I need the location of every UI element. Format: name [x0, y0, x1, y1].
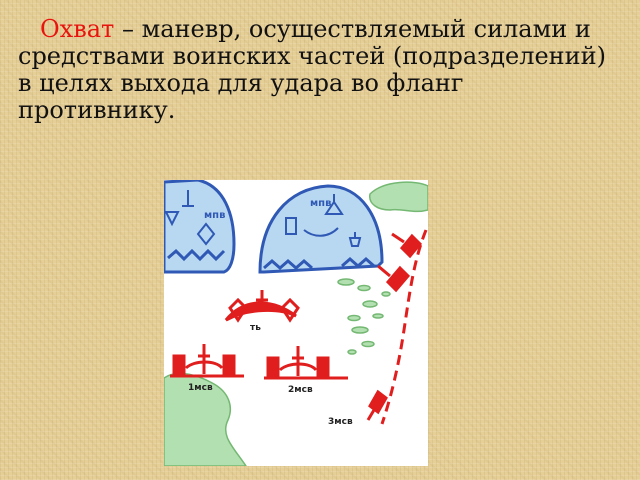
friendly-unit-center [224, 290, 300, 323]
terrain-patches [164, 181, 428, 466]
unit-label-2: 2мсв [288, 385, 313, 395]
definition-term: Охват [40, 15, 115, 43]
enemy-position-right [258, 184, 384, 274]
enemy-position-left [164, 180, 236, 274]
envelopment-route [366, 229, 428, 425]
unit-label-3: 3мсв [328, 417, 353, 427]
friendly-unit-1 [170, 344, 244, 378]
maneuver-diagram: мпв мпв [164, 180, 428, 466]
unit-label-center: ть [250, 323, 261, 333]
enemy-label-right: мпв [310, 198, 331, 209]
definition-body: – маневр, осуществляемый силами и средст… [18, 15, 607, 124]
enemy-label-left: мпв [204, 210, 225, 221]
friendly-unit-2 [264, 346, 348, 380]
unit-label-1: 1мсв [188, 383, 213, 393]
definition-text: Охват – маневр, осуществляемый силами и … [18, 16, 618, 124]
